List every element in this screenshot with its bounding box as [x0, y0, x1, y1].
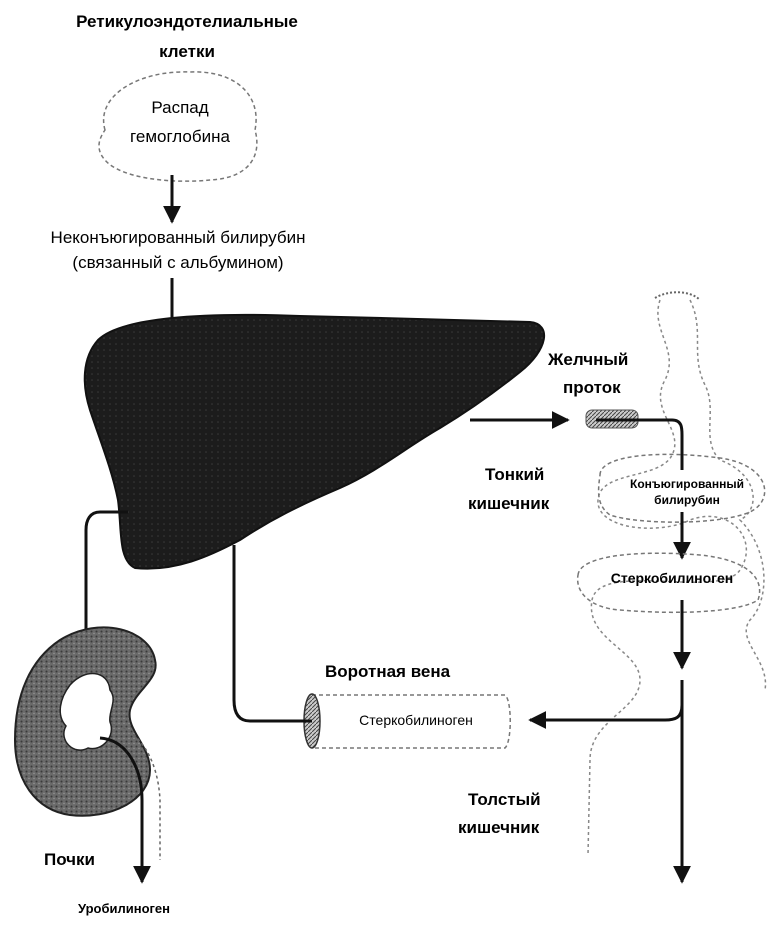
breakdown-label-line2: гемоглобина — [130, 127, 230, 147]
kidneys-label: Почки — [44, 850, 95, 870]
portal-vein-label: Воротная вена — [325, 662, 450, 682]
large-intestine-label-line1: Толстый — [468, 790, 541, 810]
arrow-intestine-to-portal-vein — [530, 680, 682, 720]
bile-duct-label-line2: проток — [563, 378, 621, 398]
small-intestine-label-line2: кишечник — [468, 494, 549, 514]
unconjugated-bilirubin-line1: Неконъюгированный билирубин — [51, 228, 306, 248]
reticulo-label-line2: клетки — [159, 42, 215, 62]
bile-duct-label-line1: Желчный — [548, 350, 628, 370]
urobilinogen-label: Уробилиноген — [78, 902, 170, 917]
conjugated-bilirubin-line2: билирубин — [654, 494, 720, 508]
large-intestine-label-line2: кишечник — [458, 818, 539, 838]
unconjugated-bilirubin-line2: (связанный с альбумином) — [72, 253, 283, 273]
arrow-portal-vein-to-liver — [234, 545, 312, 721]
stercobilinogen-intestine-label: Стеркобилиноген — [611, 570, 734, 586]
intestine-top-cap — [655, 292, 700, 300]
breakdown-label-line1: Распад — [151, 98, 208, 118]
reticulo-label-line1: Ретикулоэндотелиальные — [76, 12, 298, 32]
small-intestine-label-line1: Тонкий — [485, 465, 544, 485]
stercobilinogen-vein-label: Стеркобилиноген — [359, 712, 473, 728]
conjugated-bilirubin-line1: Конъюгированный — [630, 478, 744, 492]
liver-shape — [85, 315, 544, 569]
